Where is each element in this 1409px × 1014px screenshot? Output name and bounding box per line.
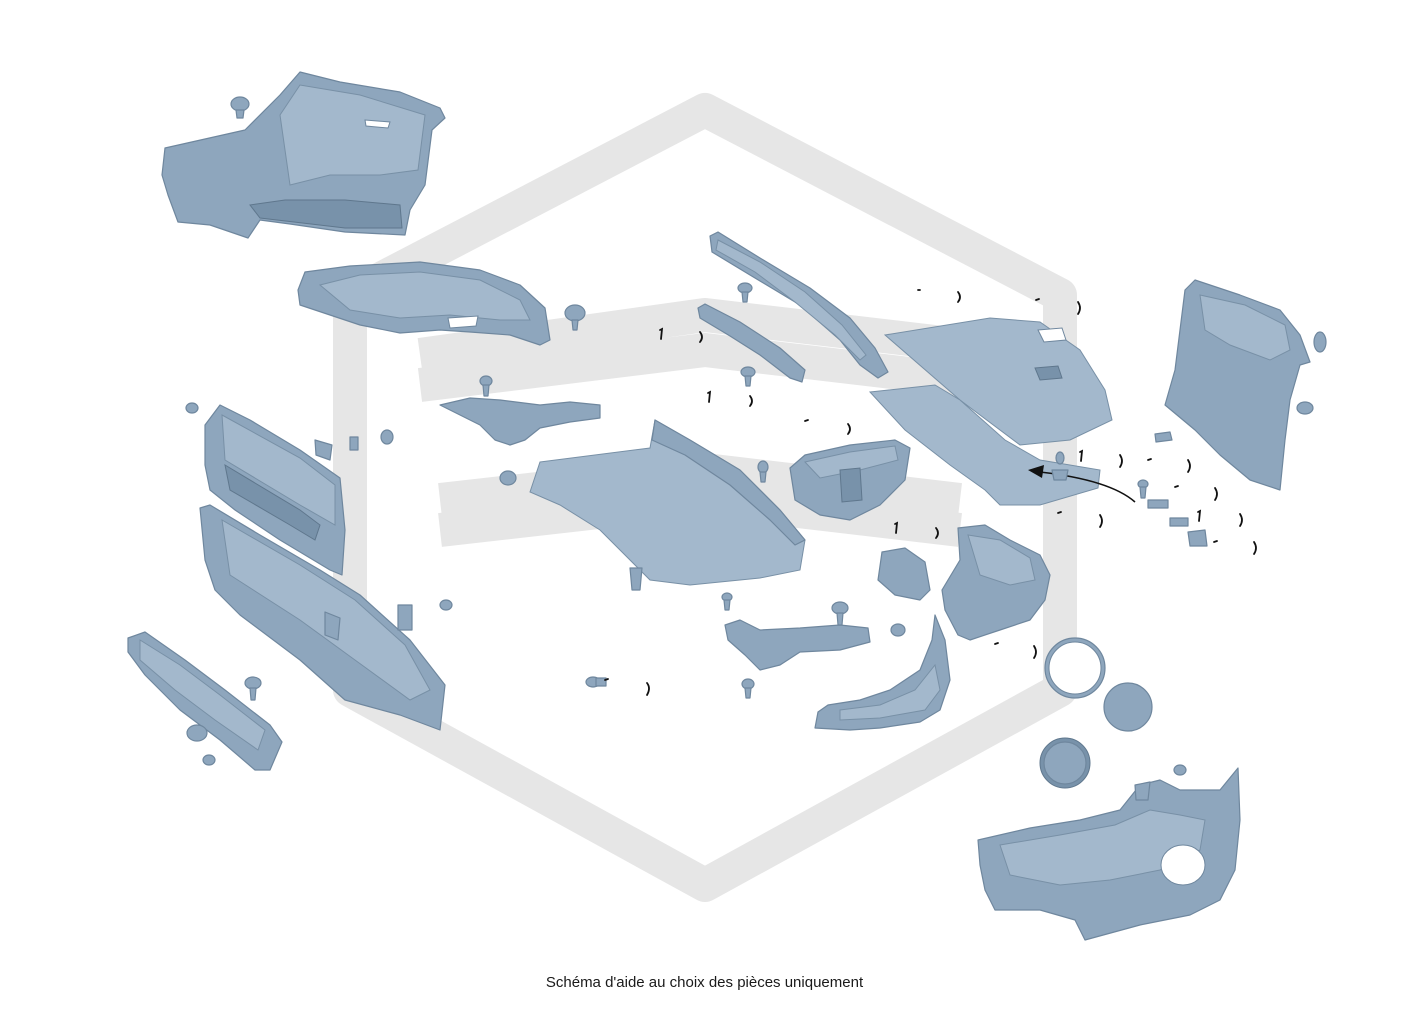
wheel-arch-trim	[297, 261, 586, 346]
lower-left-sill-bracket	[127, 631, 283, 771]
upper-left-side-trim-panel	[161, 71, 446, 239]
diagram-caption: Schéma d'aide au choix des pièces unique…	[545, 974, 864, 991]
lower-center-bracket	[585, 592, 906, 699]
retaining-rail	[697, 282, 806, 387]
center-support-bracket	[439, 375, 601, 486]
left-storage-grille-panel	[185, 402, 394, 576]
retaining-clips	[604, 289, 1257, 696]
main-boot-floor-panel	[529, 419, 806, 591]
right-side-fasteners	[1051, 431, 1208, 547]
cover-cap-round	[1103, 682, 1153, 732]
load-sill-trim-strip	[709, 231, 889, 379]
right-rear-side-panel	[1164, 279, 1327, 491]
curved-wheel-arch-strip	[814, 614, 951, 731]
luggage-floor-cover	[883, 317, 1113, 446]
left-lower-luggage-trim	[199, 504, 453, 731]
right-lower-side-trim-panel	[977, 764, 1241, 941]
speaker-seal-ring	[1044, 637, 1106, 699]
tool-tray-organizer	[877, 524, 1051, 641]
cover-cap-round-lower	[1039, 737, 1091, 789]
storage-foam-insert	[757, 439, 911, 521]
luggage-floor-insert	[868, 384, 1101, 506]
